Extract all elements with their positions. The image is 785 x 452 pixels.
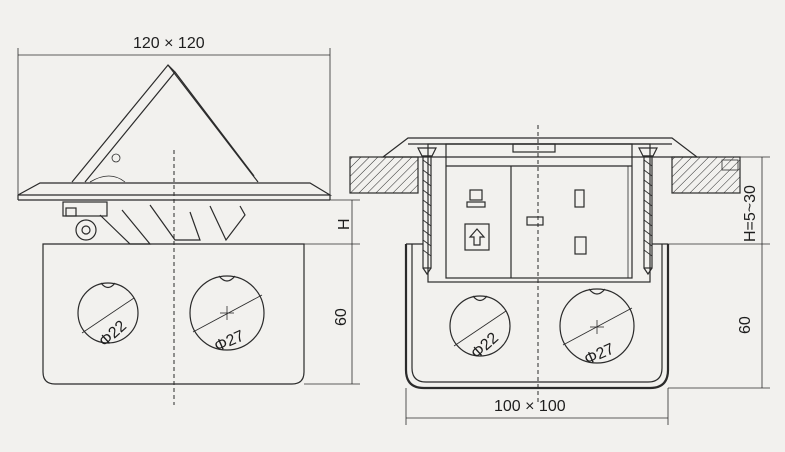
center-clip xyxy=(526,216,544,226)
left-open-lid xyxy=(71,64,259,183)
left-h-label: H xyxy=(336,218,353,230)
right-range-label: H=5~30 xyxy=(742,185,759,242)
lid-screw-icon xyxy=(111,153,121,163)
left-top-dimension xyxy=(17,48,331,200)
left-height-label: 60 xyxy=(333,308,350,326)
left-box-body xyxy=(42,243,360,385)
computer-port-icon xyxy=(466,189,486,208)
right-knockout-27 xyxy=(559,288,635,364)
right-60-dimension xyxy=(668,244,770,389)
left-view xyxy=(17,48,360,405)
power-socket-icon xyxy=(574,189,587,255)
right-knockout-22 xyxy=(449,295,511,357)
right-bottom-width-label: 100 × 100 xyxy=(494,398,566,415)
left-width-label: 120 × 120 xyxy=(133,35,205,52)
left-knockout-22 xyxy=(77,282,139,344)
right-bottom-dimension xyxy=(405,388,669,425)
left-hinge xyxy=(62,201,246,245)
right-inner-frame xyxy=(427,143,651,283)
right-h-dimension xyxy=(668,156,770,245)
left-h-dimension xyxy=(304,199,360,245)
right-screw-left xyxy=(417,147,437,276)
left-knockout-27 xyxy=(189,275,265,351)
right-screw-right xyxy=(638,147,658,276)
floor-section-left xyxy=(349,156,419,194)
usb-port-icon xyxy=(464,223,490,251)
right-height-label: 60 xyxy=(737,316,754,334)
floor-section-right xyxy=(671,156,741,194)
right-box-body xyxy=(404,243,670,390)
right-view xyxy=(349,125,770,425)
